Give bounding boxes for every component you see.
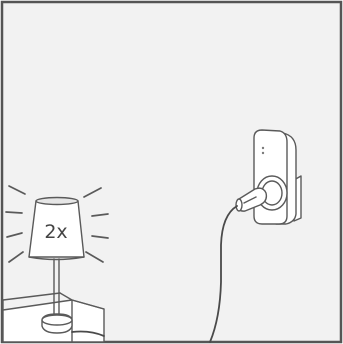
lamp-cord xyxy=(71,330,105,337)
indicator-light xyxy=(261,146,265,150)
lamp-label: 2x xyxy=(44,221,67,243)
table-lamp: 2x xyxy=(28,196,85,334)
plug-in-switch xyxy=(235,129,302,225)
lamp-shade-top xyxy=(35,196,79,206)
light-rays xyxy=(5,185,109,263)
plug-cable xyxy=(209,205,238,343)
